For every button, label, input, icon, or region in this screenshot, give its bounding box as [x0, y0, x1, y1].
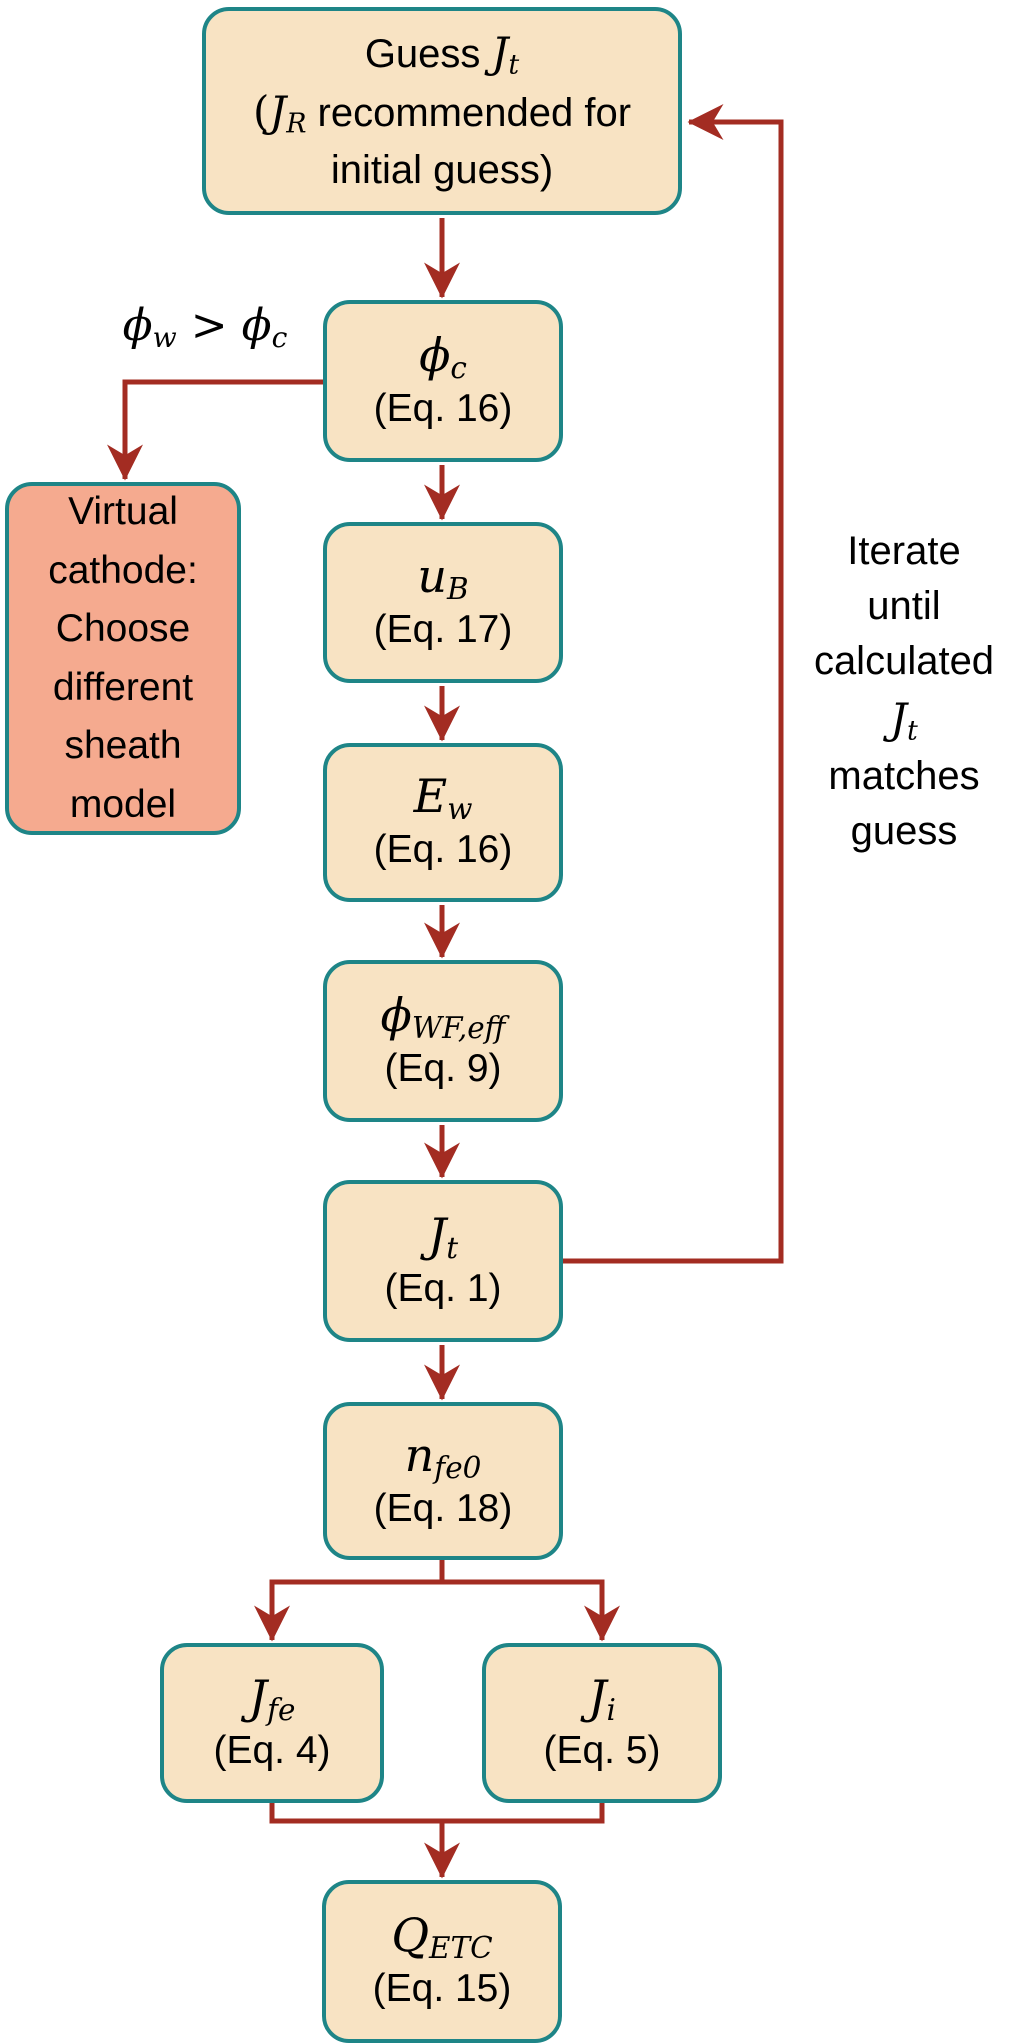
math-sub: B [447, 572, 469, 607]
iterate-line: until [867, 584, 941, 629]
math-jt: Jt [491, 27, 520, 81]
math-phi-c: ϕc [241, 300, 288, 354]
node-phi-wf-eff: ϕWF,eff (Eq. 9) [323, 960, 563, 1122]
guess-line1-text: Guess [364, 31, 492, 76]
paren: ( [252, 87, 270, 137]
math-base: J [269, 87, 287, 137]
math-base: ϕ [122, 300, 153, 351]
iterate-label: Iterate until calculated Jt matches gues… [790, 524, 1018, 859]
virtual-cathode-line: Virtual [68, 490, 178, 533]
math-phi-wf-eff: ϕWF,eff [380, 987, 506, 1045]
eq-label: (Eq. 17) [373, 608, 513, 652]
virtual-cathode-line: different [52, 665, 194, 709]
math-j-fe: Jfe [248, 1669, 296, 1727]
node-guess-jt: Guess Jt (JR recommended for initial gue… [202, 7, 682, 215]
math-sub: ETC [429, 1931, 493, 1966]
math-sub: i [606, 1692, 616, 1727]
gt-operator: > [176, 300, 242, 351]
node-j-fe: Jfe (Eq. 4) [160, 1643, 384, 1803]
math-sub: R [286, 108, 307, 140]
eq-label: (Eq. 4) [213, 1728, 331, 1772]
math-j-i: Ji [588, 1669, 616, 1727]
edge-merge-bar [269, 1801, 605, 1824]
edge-phic-to-virtual-cathode [107, 379, 325, 481]
iterate-line: matches [828, 754, 980, 799]
math-j-t: Jt [427, 1207, 459, 1265]
math-e-w: Ew [413, 769, 473, 827]
node-j-t: Jt (Eq. 1) [323, 1180, 563, 1342]
node-e-w: Ew (Eq. 16) [323, 743, 563, 902]
math-phi-w: ϕw [122, 300, 177, 354]
math-j-t: Jt [790, 690, 1018, 750]
math-base: J [248, 1669, 268, 1724]
math-q-etc: QETC [391, 1908, 493, 1966]
eq-label: (Eq. 9) [384, 1046, 502, 1090]
math-sub: t [446, 1230, 459, 1265]
math-n-fe0: nfe0 [404, 1427, 482, 1485]
math-jr: (JR [252, 87, 306, 139]
condition-label: ϕw > ϕc [60, 300, 350, 354]
eq-label: (Eq. 5) [543, 1728, 661, 1772]
math-base: J [890, 693, 908, 743]
node-q-etc: QETC (Eq. 15) [322, 1880, 562, 2043]
eq-label: (Eq. 16) [373, 828, 513, 872]
math-base: E [413, 769, 448, 824]
math-sub: fe0 [434, 1450, 482, 1485]
math-sub: t [907, 715, 918, 746]
virtual-cathode-line: Choose [55, 607, 191, 650]
math-sub: w [152, 320, 177, 354]
math-sub: t [508, 49, 520, 81]
node-phi-c: ϕc (Eq. 16) [323, 300, 563, 462]
math-base: ϕ [380, 987, 412, 1042]
guess-line-1: Guess Jt [365, 24, 519, 84]
virtual-cathode-line: cathode: [48, 548, 198, 592]
iterate-line: guess [850, 809, 958, 854]
node-j-i: Ji (Eq. 5) [482, 1643, 722, 1803]
math-sub: c [450, 350, 467, 385]
math-phi-c: ϕc [419, 327, 467, 385]
iterate-line: Iterate [847, 529, 961, 573]
edge-jt-feedback-to-guess [559, 104, 784, 1264]
guess-line-2: (JR recommended for [253, 83, 631, 143]
math-base: J [588, 1669, 607, 1724]
math-base: J [427, 1207, 447, 1262]
node-n-fe0: nfe0 (Eq. 18) [323, 1402, 563, 1560]
math-base: ϕ [241, 300, 272, 351]
eq-label: (Eq. 18) [373, 1486, 513, 1530]
iterate-line: calculated [813, 639, 995, 684]
math-sub: WF,eff [411, 1010, 506, 1045]
math-sub: w [447, 792, 473, 827]
math-base: J [491, 27, 509, 77]
eq-label: (Eq. 16) [373, 386, 513, 430]
node-virtual-cathode: Virtual cathode: Choose different sheath… [5, 482, 241, 835]
eq-label: (Eq. 15) [372, 1967, 512, 2011]
math-sub: fe [267, 1692, 296, 1727]
virtual-cathode-line: model [69, 782, 177, 826]
math-base: ϕ [419, 327, 451, 382]
eq-label: (Eq. 1) [384, 1266, 502, 1310]
math-sub: c [271, 320, 288, 354]
guess-line-3: initial guess) [330, 147, 554, 192]
virtual-cathode-line: sheath [64, 724, 182, 767]
math-base: n [404, 1427, 435, 1482]
math-u-b: uB [417, 549, 469, 607]
math-base: Q [391, 1908, 430, 1963]
node-u-b: uB (Eq. 17) [323, 522, 563, 683]
math-base: u [417, 549, 447, 604]
guess-line2-text: recommended for [306, 91, 632, 136]
